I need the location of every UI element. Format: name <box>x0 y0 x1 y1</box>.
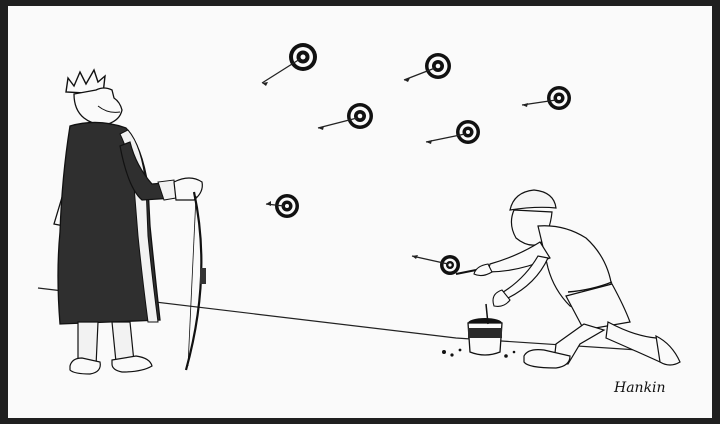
artist-signature: Hankin <box>613 380 666 396</box>
crown-icon <box>65 68 106 95</box>
paint-drips <box>442 348 516 358</box>
squire-figure <box>455 189 681 369</box>
cartoon-illustration: Hankin <box>37 43 681 396</box>
cartoon-canvas: Hankin <box>8 6 712 418</box>
target-with-arrow <box>521 86 571 110</box>
target-with-arrow <box>425 120 480 144</box>
target-with-arrow <box>317 103 373 130</box>
squire-hat <box>509 189 557 211</box>
paint-bucket <box>467 303 503 356</box>
bow-grip <box>200 268 206 284</box>
paintbrush <box>455 269 477 275</box>
target-with-arrow <box>261 43 317 86</box>
target-with-arrow <box>265 194 299 218</box>
painted-target <box>411 255 460 275</box>
longbow <box>184 191 203 371</box>
ground-line <box>37 287 669 353</box>
target-with-arrow <box>403 53 451 82</box>
king-figure <box>53 68 203 375</box>
